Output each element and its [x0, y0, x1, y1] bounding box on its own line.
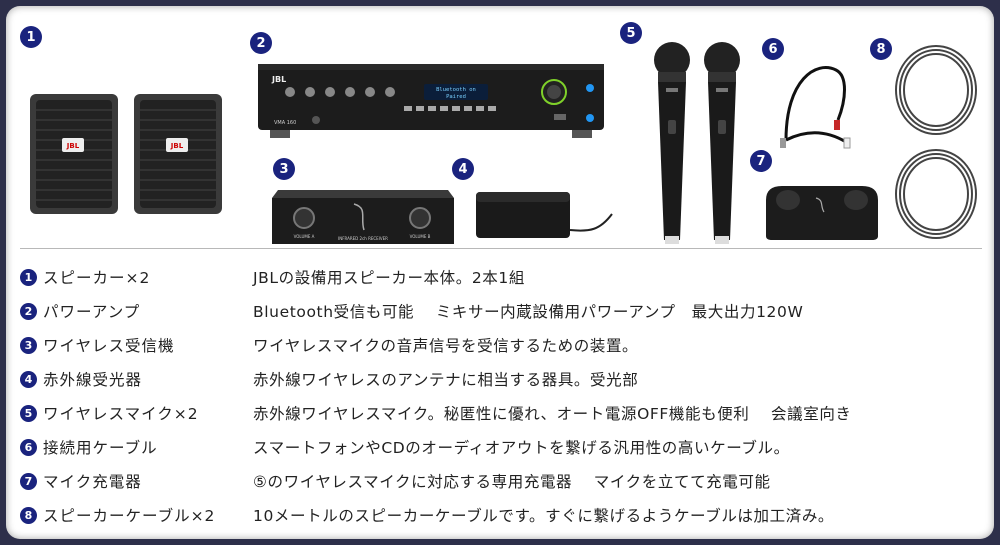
amp-model-label: VMA 160 — [274, 120, 296, 126]
receiver-model-label: INFRARED 2ch RECEIVER — [338, 236, 388, 241]
item-name: マイク充電器 — [43, 473, 142, 491]
speaker-left-logo: JBL — [66, 142, 80, 150]
list-item: 5 ワイヤレスマイク×2 赤外線ワイヤレスマイク。秘匿性に優れ、オート電源OFF… — [20, 396, 980, 430]
list-item: 2 パワーアンプ Bluetooth受信も可能 ミキサー内蔵設備用パワーアンプ … — [20, 294, 980, 328]
item-description: ⑤のワイヤレスマイクに対応する専用充電器 マイクを立てて充電可能 — [253, 473, 771, 491]
item-name: スピーカー×2 — [43, 269, 151, 287]
item-number-badge: 5 — [20, 404, 37, 422]
badge-7: 7 — [750, 150, 772, 172]
speaker-pair-image: JBL JBL — [30, 94, 222, 214]
item-number-badge: 6 — [20, 438, 37, 456]
badge-5: 5 — [620, 22, 642, 44]
item-name: パワーアンプ — [43, 303, 141, 321]
list-item: 4 赤外線受光器 赤外線ワイヤレスのアンテナに相当する器具。受光部 — [20, 362, 980, 396]
item-description: ワイヤレスマイクの音声信号を受信するための装置。 — [253, 337, 639, 355]
receiver-knob-right-label: VOLUME B — [410, 234, 431, 239]
badge-4: 4 — [452, 158, 474, 180]
badge-2: 2 — [250, 32, 272, 54]
speaker-cable-pair-image — [895, 45, 977, 239]
badge-8: 8 — [870, 38, 892, 60]
connection-cable-image — [780, 66, 851, 149]
badge-1: 1 — [20, 26, 42, 48]
wireless-mic-pair-image — [654, 42, 740, 244]
item-name: 赤外線受光器 — [43, 371, 143, 389]
item-description: Bluetooth受信も可能 ミキサー内蔵設備用パワーアンプ 最大出力120W — [253, 303, 804, 321]
item-name: ワイヤレス受信機 — [43, 337, 175, 355]
mic-charger-image — [766, 186, 878, 240]
power-amp-image: JBL Bluetooth on Paired VMA 160 — [258, 64, 604, 138]
item-number-badge: 2 — [20, 302, 37, 320]
item-description: 10メートルのスピーカーケーブルです。すぐに繋げるようケーブルは加工済み。 — [253, 507, 835, 525]
item-description: スマートフォンやCDのオーディオアウトを繋げる汎用性の高いケーブル。 — [253, 439, 790, 457]
amp-brand-logo: JBL — [271, 75, 286, 84]
item-description: 赤外線ワイヤレスのアンテナに相当する器具。受光部 — [253, 371, 639, 389]
list-item: 8 スピーカーケーブル×2 10メートルのスピーカーケーブルです。すぐに繋げるよ… — [20, 498, 980, 532]
amp-display-line2: Paired — [446, 94, 466, 100]
item-name: 接続用ケーブル — [43, 439, 158, 457]
badge-3: 3 — [273, 158, 295, 180]
badge-6: 6 — [762, 38, 784, 60]
product-list: 1 スピーカー×2 JBLの設備用スピーカー本体。2本1組 2 パワーアンプ B… — [20, 260, 980, 532]
item-number-badge: 3 — [20, 336, 37, 354]
item-number-badge: 4 — [20, 370, 37, 388]
list-item: 1 スピーカー×2 JBLの設備用スピーカー本体。2本1組 — [20, 260, 980, 294]
item-name: ワイヤレスマイク×2 — [43, 405, 199, 423]
list-item: 3 ワイヤレス受信機 ワイヤレスマイクの音声信号を受信するための装置。 — [20, 328, 980, 362]
item-number-badge: 7 — [20, 472, 37, 490]
item-description: JBLの設備用スピーカー本体。2本1組 — [253, 269, 525, 287]
section-divider — [20, 248, 982, 249]
list-item: 7 マイク充電器 ⑤のワイヤレスマイクに対応する専用充電器 マイクを立てて充電可… — [20, 464, 980, 498]
ir-receiver-image — [476, 192, 613, 238]
list-item: 6 接続用ケーブル スマートフォンやCDのオーディオアウトを繋げる汎用性の高いケ… — [20, 430, 980, 464]
item-description: 赤外線ワイヤレスマイク。秘匿性に優れ、オート電源OFF機能も便利 会議室向き — [253, 405, 852, 423]
item-number-badge: 8 — [20, 506, 37, 524]
item-name: スピーカーケーブル×2 — [43, 507, 216, 525]
product-contents-panel: 1 2 3 4 5 6 7 8 JBL — [6, 6, 994, 539]
speaker-right-logo: JBL — [170, 142, 184, 150]
wireless-receiver-image: VOLUME A VOLUME B INFRARED 2ch RECEIVER — [272, 190, 454, 244]
amp-display-line1: Bluetooth on — [436, 87, 476, 93]
item-number-badge: 1 — [20, 268, 37, 286]
receiver-knob-left-label: VOLUME A — [294, 234, 315, 239]
